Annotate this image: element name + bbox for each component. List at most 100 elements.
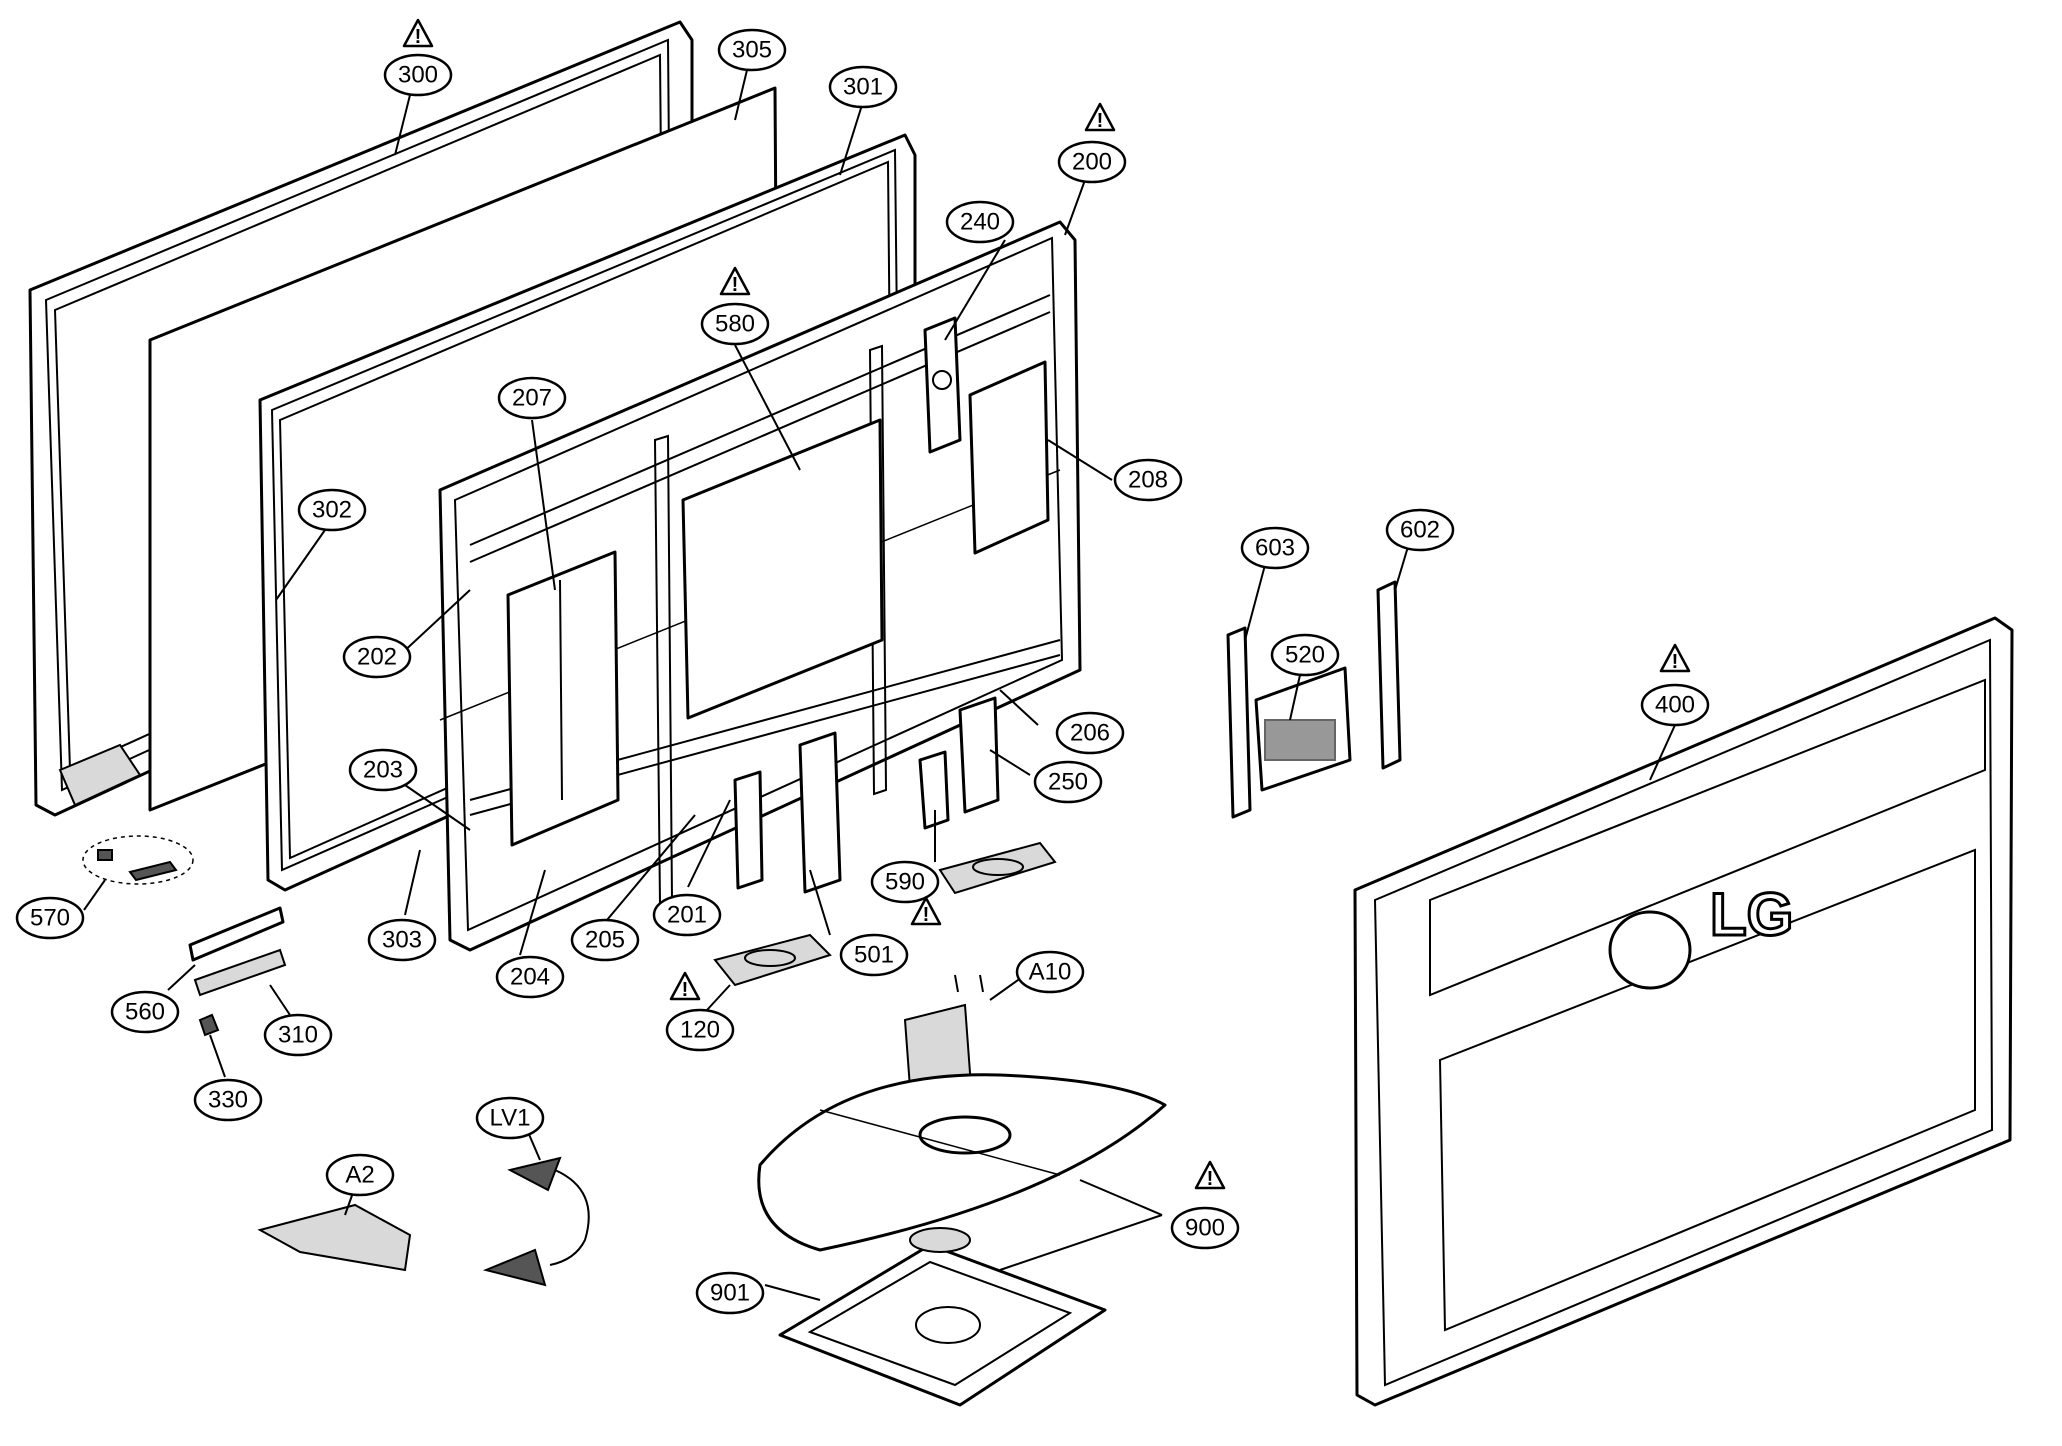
svg-text:580: 580 (715, 311, 755, 338)
callout-302: 302 (297, 488, 367, 532)
part-120-speaker-left (713, 933, 832, 987)
svg-text:302: 302 (312, 497, 352, 524)
callout-207: 207 (497, 376, 567, 420)
part-250-bracket (958, 696, 1000, 814)
callout-520: 520 (1270, 633, 1340, 677)
callout-200: 200 (1057, 140, 1127, 184)
part-330-clip (198, 1013, 220, 1037)
callout-203: 203 (348, 748, 418, 792)
svg-text:603: 603 (1255, 535, 1295, 562)
warning-icon: ! (1194, 1160, 1226, 1190)
callout-590: 590 (870, 860, 940, 904)
callout-208: 208 (1113, 458, 1183, 502)
svg-text:310: 310 (278, 1022, 318, 1049)
svg-text:250: 250 (1048, 769, 1088, 796)
svg-text:303: 303 (382, 927, 422, 954)
svg-text:202: 202 (357, 644, 397, 671)
warning-icon: ! (719, 266, 751, 296)
callout-205: 205 (570, 918, 640, 962)
svg-text:205: 205 (585, 927, 625, 954)
svg-text:208: 208 (1128, 467, 1168, 494)
svg-text:!: ! (682, 979, 689, 1001)
callout-201: 201 (652, 893, 722, 937)
svg-text:570: 570 (30, 905, 70, 932)
callout-a2: A2 (325, 1153, 395, 1197)
svg-text:305: 305 (732, 37, 772, 64)
svg-text:!: ! (923, 904, 930, 926)
callout-560: 560 (110, 990, 180, 1034)
callout-501: 501 (839, 933, 909, 977)
warning-icon: ! (1659, 643, 1691, 673)
lg-logo: LG (1710, 881, 1793, 948)
svg-text:!: ! (1672, 651, 1679, 673)
svg-text:A10: A10 (1029, 959, 1072, 986)
svg-text:602: 602 (1400, 517, 1440, 544)
svg-text:301: 301 (843, 74, 883, 101)
svg-text:!: ! (1097, 110, 1104, 132)
part-a2-cover (257, 1203, 412, 1272)
svg-text:120: 120 (680, 1017, 720, 1044)
svg-text:560: 560 (125, 999, 165, 1026)
callout-303: 303 (367, 918, 437, 962)
svg-text:LV1: LV1 (490, 1105, 531, 1132)
warning-icon: ! (1084, 102, 1116, 132)
callout-204: 204 (495, 955, 565, 999)
warning-icon: ! (402, 18, 434, 48)
callout-603: 603 (1240, 526, 1310, 570)
callout-120: 120 (665, 1008, 735, 1052)
part-207-board (506, 550, 620, 847)
part-560-bracket (188, 906, 285, 962)
part-lv1-cable (482, 1156, 590, 1287)
part-580-power-board (681, 418, 884, 720)
part-900-stand-base (757, 1073, 1167, 1252)
part-901-stand-bracket (778, 1227, 1107, 1407)
callout-900: 900 (1170, 1206, 1240, 1250)
part-201-board (733, 770, 764, 890)
callout-301: 301 (828, 65, 898, 109)
svg-text:501: 501 (854, 942, 894, 969)
part-501-bracket (798, 731, 842, 894)
part-240-bracket (923, 316, 962, 454)
svg-text:520: 520 (1285, 642, 1325, 669)
callout-240: 240 (945, 200, 1015, 244)
svg-text:207: 207 (512, 385, 552, 412)
svg-text:!: ! (732, 274, 739, 296)
warning-icon: ! (910, 896, 942, 926)
svg-text:203: 203 (363, 757, 403, 784)
callout-305: 305 (717, 28, 787, 72)
svg-text:240: 240 (960, 209, 1000, 236)
part-208-board (968, 360, 1050, 555)
part-120-speaker-right (938, 841, 1057, 895)
part-520-io-board (1254, 666, 1352, 792)
part-603-bracket (1226, 626, 1252, 819)
callout-lv1: LV1 (475, 1096, 545, 1140)
svg-text:590: 590 (885, 869, 925, 896)
callout-400: 400 (1640, 683, 1710, 727)
part-310-board (193, 948, 287, 997)
callout-a10: A10 (1015, 950, 1085, 994)
svg-text:400: 400 (1655, 692, 1695, 719)
svg-text:A2: A2 (345, 1162, 374, 1189)
callout-300: 300 (383, 53, 453, 97)
part-400-back-cover: LG (1353, 616, 2014, 1407)
svg-text:901: 901 (710, 1280, 750, 1307)
callout-580: 580 (700, 302, 770, 346)
callout-901: 901 (695, 1271, 765, 1315)
svg-text:200: 200 (1072, 149, 1112, 176)
svg-text:900: 900 (1185, 1215, 1225, 1242)
svg-text:206: 206 (1070, 720, 1110, 747)
callout-206: 206 (1055, 711, 1125, 755)
svg-text:201: 201 (667, 902, 707, 929)
part-590-module (918, 750, 950, 830)
part-602-bracket (1376, 580, 1402, 770)
callout-330: 330 (193, 1078, 263, 1122)
svg-text:!: ! (1207, 1168, 1214, 1190)
callout-250: 250 (1033, 760, 1103, 804)
svg-text:300: 300 (398, 62, 438, 89)
callout-602: 602 (1385, 508, 1455, 552)
svg-text:204: 204 (510, 964, 550, 991)
callout-570: 570 (15, 896, 85, 940)
callout-310: 310 (263, 1013, 333, 1057)
part-570-buttons (82, 835, 194, 885)
